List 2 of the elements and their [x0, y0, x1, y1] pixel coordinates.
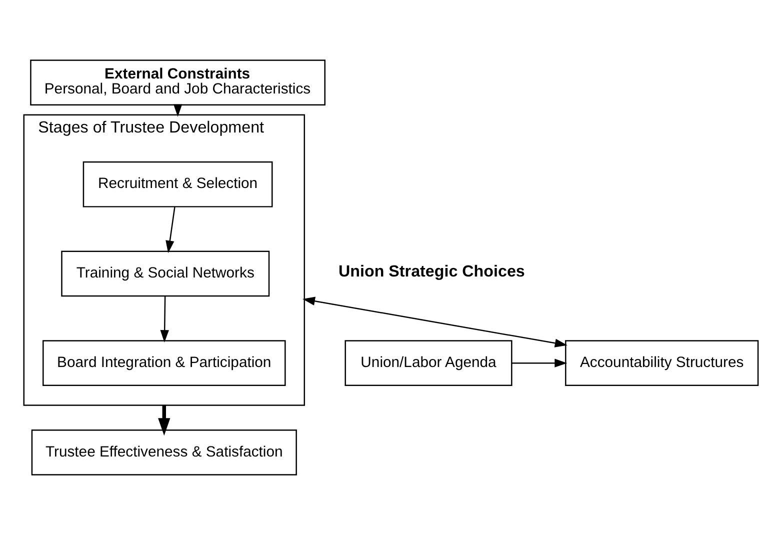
node-label: Stages of Trustee Development	[38, 118, 264, 136]
label: Union Strategic Choices	[338, 262, 524, 280]
